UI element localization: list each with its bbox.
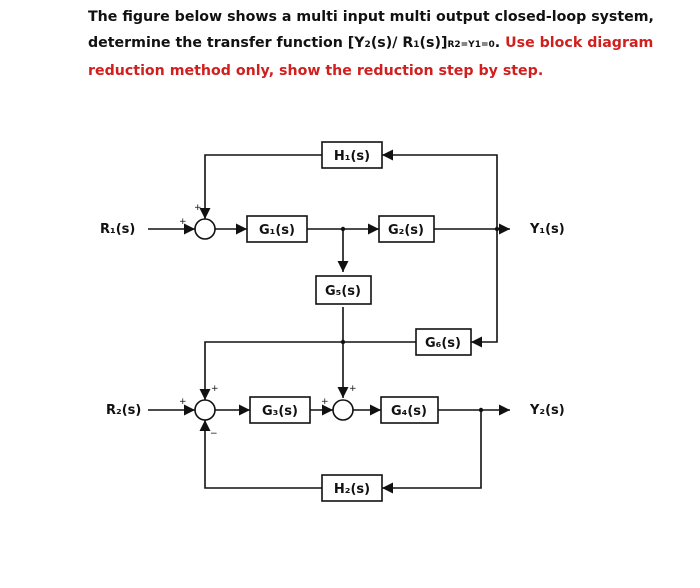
block-g5-label: G₅(s) <box>325 284 361 299</box>
sign-sum2-bottom: − <box>210 429 218 439</box>
instruction-red-1: Use block diagram <box>505 35 654 51</box>
signal-y2: Y₂(s) <box>529 403 565 418</box>
block-h1: H₁(s) <box>321 141 383 169</box>
block-h1-label: H₁(s) <box>334 149 370 164</box>
block-g2-label: G₂(s) <box>388 223 424 238</box>
sign-labels: + + + + − + + <box>179 203 357 439</box>
block-g4-label: G₄(s) <box>391 404 427 419</box>
sign-sum1-top: + <box>194 203 202 213</box>
sign-sum1-left: + <box>179 217 187 227</box>
problem-line-2: determine the transfer function [Y2(s)/ … <box>88 30 688 58</box>
signal-r1: R₁(s) <box>100 222 135 237</box>
pickoff-g6-junction <box>340 339 346 345</box>
block-g1-label: G₁(s) <box>259 223 295 238</box>
sign-sum3-left: + <box>321 397 329 407</box>
block-g6-label: G₆(s) <box>425 336 461 351</box>
condition-subscript: R2=Y1=0 <box>447 40 495 50</box>
wire-y1-to-g6 <box>471 229 498 348</box>
instruction-red-2: reduction method only, show the reductio… <box>88 63 544 79</box>
signal-y1: Y₁(s) <box>529 222 565 237</box>
sign-sum3-top: + <box>349 384 357 394</box>
sign-sum2-top: + <box>211 384 219 394</box>
summing-junction-3 <box>332 399 354 421</box>
pickoff-y2 <box>478 407 484 413</box>
block-g1: G₁(s) <box>246 215 308 243</box>
problem-statement: The figure below shows a multi input mul… <box>88 4 688 84</box>
wire-y2-to-h2 <box>382 410 482 494</box>
summing-junctions <box>194 218 354 421</box>
block-g4: G₄(s) <box>380 396 439 424</box>
signal-wires <box>148 149 510 494</box>
block-g3: G₃(s) <box>249 396 311 424</box>
sign-sum2-left: + <box>179 397 187 407</box>
wire-y1-to-h1 <box>382 149 498 229</box>
block-g6: G₆(s) <box>415 328 472 356</box>
block-g3-label: G₃(s) <box>262 404 298 419</box>
subscript-2: 2 <box>364 40 371 50</box>
pickoff-y1 <box>494 226 500 232</box>
block-h2-label: H₂(s) <box>334 482 370 497</box>
block-g5: G₅(s) <box>315 275 372 305</box>
wire-h1-to-sum1 <box>199 154 322 219</box>
pickoff-g1-output <box>340 226 346 232</box>
summing-junction-1 <box>194 218 216 240</box>
signal-labels: R₁(s) Y₁(s) R₂(s) Y₂(s) <box>100 222 565 418</box>
subscript-1: 1 <box>413 40 420 50</box>
wire-junction-to-sum2 <box>199 341 343 400</box>
block-g2: G₂(s) <box>378 215 435 243</box>
problem-line-1: The figure below shows a multi input mul… <box>88 9 654 25</box>
problem-line-2-text-b: (s)/ R <box>370 35 414 51</box>
problem-line-2-text-a: determine the transfer function [Y <box>88 35 365 51</box>
summing-junction-2 <box>194 399 216 421</box>
pickoff-points <box>340 226 500 413</box>
block-h2: H₂(s) <box>321 474 383 502</box>
signal-r2: R₂(s) <box>106 403 141 418</box>
problem-line-2-text-c: (s)] <box>419 35 448 51</box>
wire-h2-to-sum2 <box>199 420 322 489</box>
problem-line-2-text-d: . <box>494 35 506 51</box>
